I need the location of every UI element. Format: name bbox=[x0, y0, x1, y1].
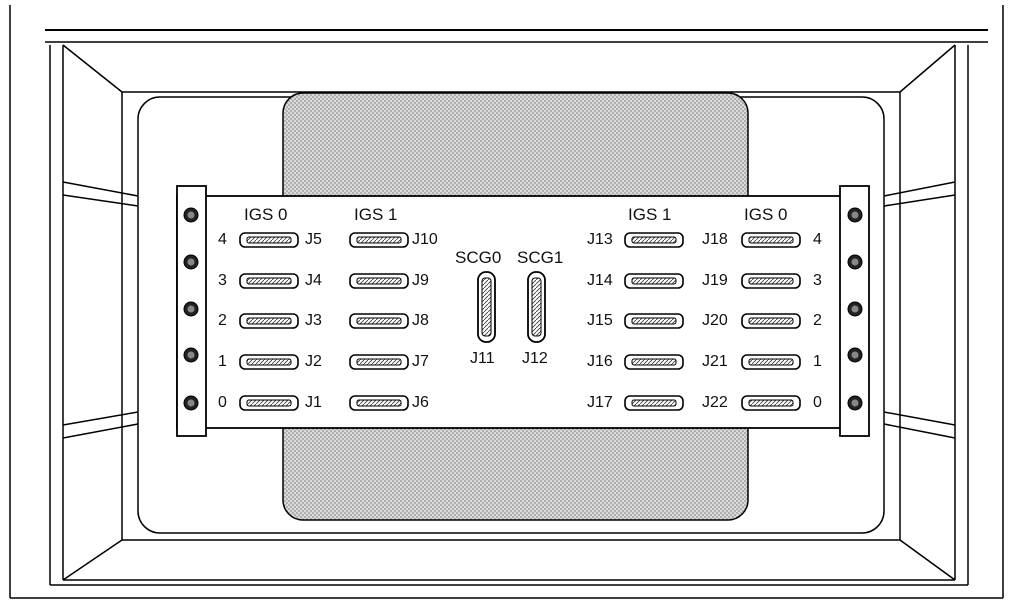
screw-icon bbox=[847, 347, 863, 363]
jack-label-J19: J19 bbox=[702, 272, 728, 289]
connector-J22 bbox=[741, 395, 801, 411]
scg1-label: SCG1 bbox=[517, 248, 564, 267]
screw-icon bbox=[847, 395, 863, 411]
jack-label-J4: J4 bbox=[305, 272, 322, 289]
right-igs0-number-1: 1 bbox=[813, 353, 822, 370]
screw-icon bbox=[847, 254, 863, 270]
jack-label-J7: J7 bbox=[412, 353, 429, 370]
screw-icon bbox=[183, 395, 199, 411]
screw-icon bbox=[847, 207, 863, 223]
jack-label-J1: J1 bbox=[305, 394, 322, 411]
connector-J14 bbox=[624, 273, 684, 289]
left-igs0-number-1: 1 bbox=[218, 353, 227, 370]
connector-J5 bbox=[239, 232, 299, 248]
jack-label-J10: J10 bbox=[412, 231, 438, 248]
screw-icon bbox=[847, 301, 863, 317]
screw-icon bbox=[183, 301, 199, 317]
left-igs0-number-3: 3 bbox=[218, 272, 227, 289]
jack-label-J2: J2 bbox=[305, 353, 322, 370]
connector-J11 bbox=[477, 271, 496, 343]
right-igs1-header: IGS 1 bbox=[628, 205, 672, 224]
connector-J6 bbox=[349, 395, 409, 411]
connector-J16 bbox=[624, 354, 684, 370]
left-igs0-number-2: 2 bbox=[218, 312, 227, 329]
left-igs0-number-4: 4 bbox=[218, 231, 227, 248]
jack-label-J8: J8 bbox=[412, 312, 429, 329]
jack-label-J22: J22 bbox=[702, 394, 728, 411]
jack-label-J5: J5 bbox=[305, 231, 322, 248]
connector-J7 bbox=[349, 354, 409, 370]
connector-J21 bbox=[741, 354, 801, 370]
left-igs0-number-0: 0 bbox=[218, 394, 227, 411]
connector-J3 bbox=[239, 313, 299, 329]
connector-J2 bbox=[239, 354, 299, 370]
connector-J8 bbox=[349, 313, 409, 329]
side-rails bbox=[62, 181, 956, 439]
figure-border bbox=[9, 5, 1004, 599]
screw-icon bbox=[183, 347, 199, 363]
left-igs0-header: IGS 0 bbox=[244, 205, 288, 224]
connector-J20 bbox=[741, 313, 801, 329]
connector-J12 bbox=[527, 271, 546, 343]
right-igs0-number-2: 2 bbox=[813, 312, 822, 329]
connector-J9 bbox=[349, 273, 409, 289]
connector-J15 bbox=[624, 313, 684, 329]
jack-label-J14: J14 bbox=[587, 272, 613, 289]
connector-J13 bbox=[624, 232, 684, 248]
screw-icon bbox=[183, 254, 199, 270]
jack-label-J20: J20 bbox=[702, 312, 728, 329]
jack-label-J13: J13 bbox=[587, 231, 613, 248]
jack-label-J3: J3 bbox=[305, 312, 322, 329]
jack-label-J16: J16 bbox=[587, 353, 613, 370]
right-igs0-number-4: 4 bbox=[813, 231, 822, 248]
left-igs1-header: IGS 1 bbox=[354, 205, 398, 224]
cabinet-frame bbox=[49, 44, 969, 586]
scg0-label: SCG0 bbox=[455, 248, 502, 267]
jack-label-J18: J18 bbox=[702, 231, 728, 248]
connector-J4 bbox=[239, 273, 299, 289]
connector-J17 bbox=[624, 395, 684, 411]
jack-label-J15: J15 bbox=[587, 312, 613, 329]
jack-label-J12: J12 bbox=[522, 350, 548, 367]
connector-J18 bbox=[741, 232, 801, 248]
right-igs0-number-3: 3 bbox=[813, 272, 822, 289]
screw-icon bbox=[183, 207, 199, 223]
right-igs0-header: IGS 0 bbox=[744, 205, 788, 224]
right-igs0-number-0: 0 bbox=[813, 394, 822, 411]
jack-label-J11: J11 bbox=[470, 350, 495, 367]
connector-J1 bbox=[239, 395, 299, 411]
jack-label-J6: J6 bbox=[412, 394, 429, 411]
jack-label-J17: J17 bbox=[587, 394, 613, 411]
connector-J10 bbox=[349, 232, 409, 248]
jack-label-J9: J9 bbox=[412, 272, 429, 289]
connector-J19 bbox=[741, 273, 801, 289]
jack-label-J21: J21 bbox=[702, 353, 728, 370]
